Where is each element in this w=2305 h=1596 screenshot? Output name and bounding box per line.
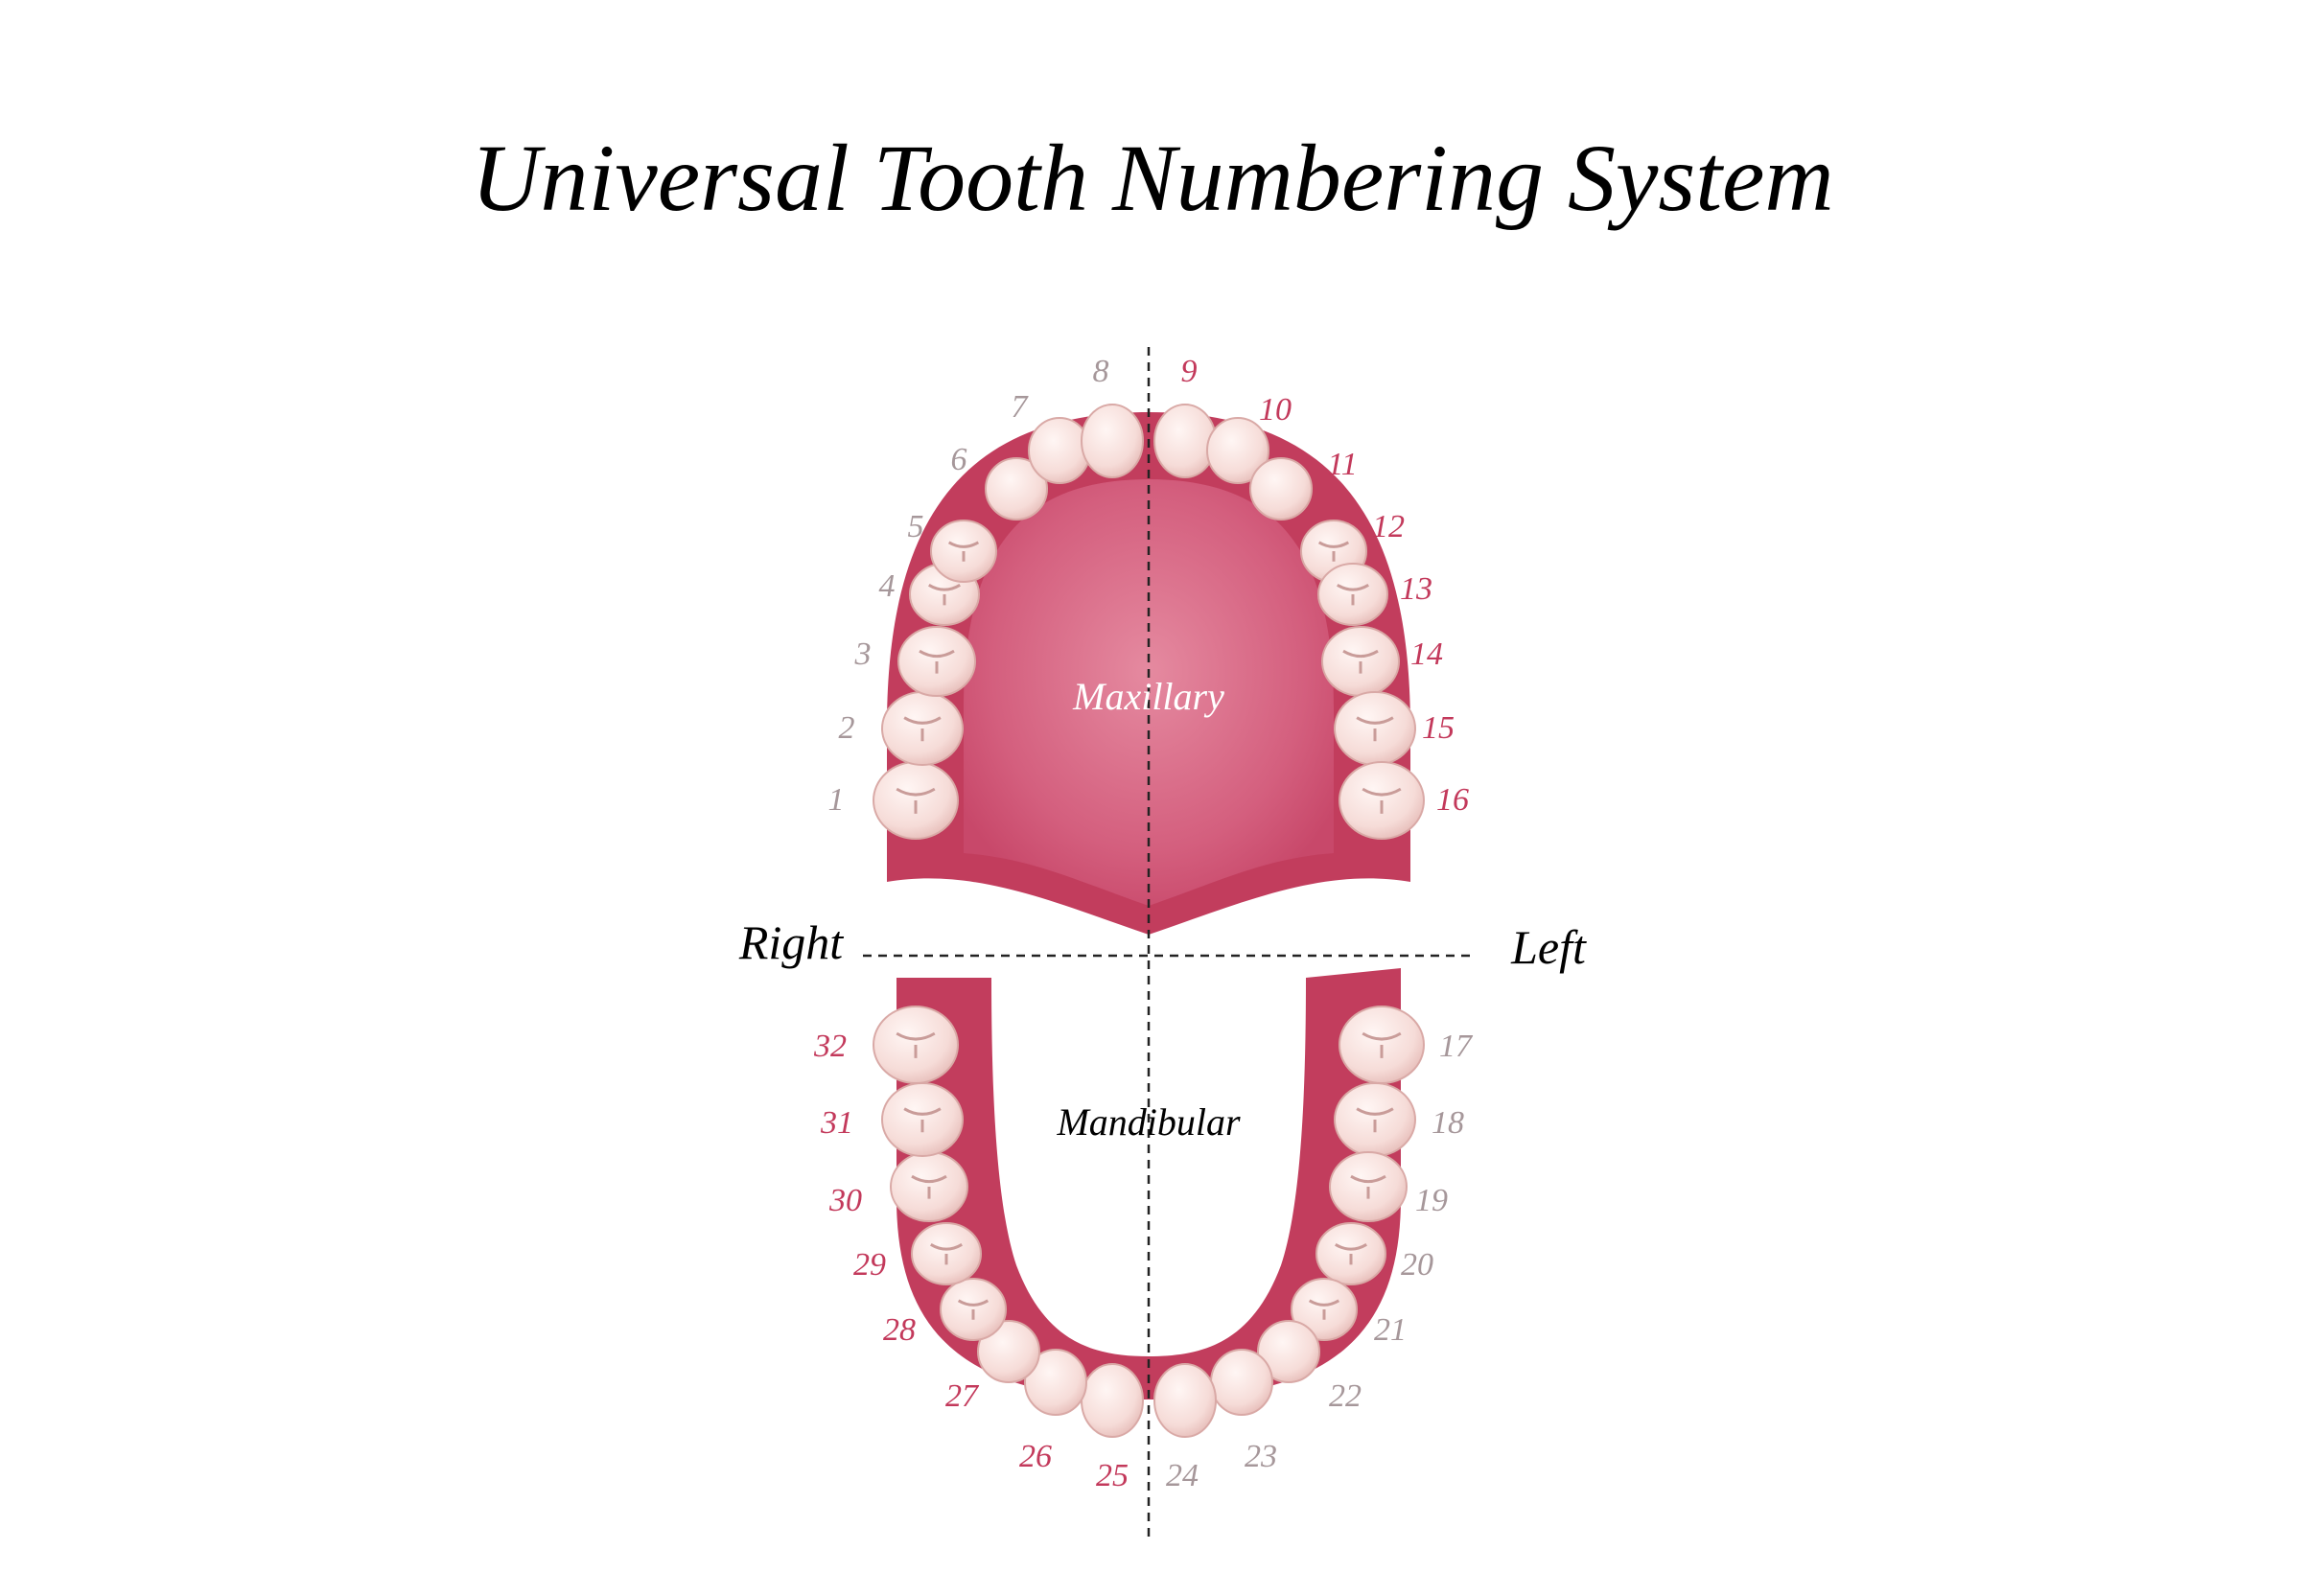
tooth-23 [1210,1349,1273,1416]
mandibular-gum [896,968,1401,1399]
tooth-10 [1206,417,1269,484]
tooth-25 [1081,1363,1144,1438]
tooth-number-22: 22 [1329,1378,1362,1414]
tooth-groove-16 [1362,787,1402,814]
left-side-label: Left [1510,920,1587,974]
tooth-groove-5 [947,541,980,562]
tooth-number-25: 25 [1096,1458,1129,1493]
tooth-number-32: 32 [813,1029,847,1064]
right-side-label: Right [738,915,844,969]
tooth-groove-28 [957,1299,990,1320]
tooth-number-11: 11 [1327,447,1357,482]
tooth-number-15: 15 [1422,710,1455,746]
tooth-number-20: 20 [1401,1247,1433,1283]
tooth-number-19: 19 [1415,1183,1448,1218]
tooth-groove-20 [1335,1242,1367,1265]
tooth-number-28: 28 [883,1312,916,1348]
tooth-11 [1249,457,1313,520]
tooth-number-26: 26 [1019,1439,1052,1474]
tooth-groove-29 [930,1242,963,1265]
tooth-groove-4 [928,583,961,606]
tooth-groove-30 [911,1174,947,1199]
tooth-groove-1 [896,787,936,814]
tooth-9 [1153,404,1217,478]
tooth-number-30: 30 [828,1183,862,1218]
tooth-groove-2 [903,716,942,742]
tooth-number-13: 13 [1400,571,1432,607]
tooth-number-2: 2 [839,710,855,746]
tooth-22 [1257,1320,1320,1383]
tooth-27 [977,1320,1040,1383]
tooth-number-9: 9 [1181,354,1198,389]
maxillary-label: Maxillary [1072,675,1224,718]
tooth-groove-19 [1350,1174,1386,1199]
page-title: Universal Tooth Numbering System [471,125,1834,231]
tooth-number-16: 16 [1436,782,1469,818]
tooth-groove-3 [919,649,955,674]
tooth-24 [1153,1363,1217,1438]
tooth-number-7: 7 [1012,389,1030,425]
tooth-number-8: 8 [1093,354,1109,389]
tooth-groove-18 [1356,1107,1394,1133]
tooth-groove-13 [1337,583,1369,606]
tooth-number-27: 27 [945,1378,980,1414]
tooth-number-10: 10 [1259,392,1292,428]
tooth-number-4: 4 [879,568,896,604]
tooth-number-31: 31 [820,1105,853,1141]
tooth-number-29: 29 [853,1247,886,1283]
tooth-number-6: 6 [951,442,967,477]
mandibular-label: Mandibular [1056,1100,1241,1144]
tooth-number-17: 17 [1439,1029,1474,1064]
tooth-7 [1028,417,1091,484]
tooth-number-14: 14 [1410,636,1443,672]
tooth-number-21: 21 [1374,1312,1407,1348]
tooth-number-12: 12 [1372,509,1405,544]
tooth-26 [1024,1349,1087,1416]
tooth-number-23: 23 [1245,1439,1277,1474]
teeth-group [873,404,1425,1438]
tooth-number-5: 5 [908,509,924,544]
tooth-number-24: 24 [1166,1458,1199,1493]
tooth-number-3: 3 [854,636,872,672]
tooth-groove-15 [1356,716,1394,742]
tooth-groove-17 [1362,1031,1402,1058]
tooth-groove-12 [1317,541,1350,562]
tooth-8 [1081,404,1144,478]
tooth-groove-31 [903,1107,942,1133]
tooth-groove-32 [896,1031,936,1058]
tooth-groove-21 [1308,1299,1340,1320]
tooth-6 [985,457,1048,520]
tooth-number-1: 1 [828,782,845,818]
tooth-groove-14 [1342,649,1379,674]
tooth-number-18: 18 [1432,1105,1464,1141]
